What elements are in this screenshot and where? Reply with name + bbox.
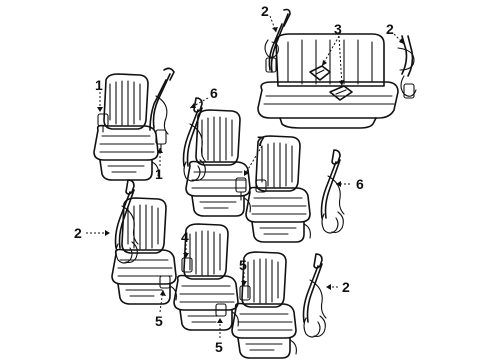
callout-2-top-right: 2	[386, 21, 394, 37]
callout-5-left: 5	[155, 313, 163, 329]
callout-2-left: 2	[74, 225, 82, 241]
second-row-right-buckle	[255, 179, 267, 193]
second-row-buckle	[235, 177, 247, 201]
front-seat	[93, 73, 160, 181]
callout-5-bottom: 5	[215, 339, 223, 355]
rear-right-belt-assembly	[397, 35, 417, 99]
callout-1-lower: 1	[155, 166, 163, 182]
callout-6-lower: 6	[356, 176, 364, 192]
callout-6-upper: 6	[210, 85, 218, 101]
front-seat-buckle	[97, 113, 109, 133]
rear-buckle-pair-right	[329, 85, 353, 101]
callout-3: 3	[334, 21, 342, 37]
callout-2-top-left: 2	[261, 3, 269, 19]
callout-labels: 2 3 2 1 6 1 7 6 2 4 5 5 5 2	[74, 3, 394, 355]
rear-buckle-pair-left	[309, 65, 331, 81]
leader-arrowheads	[97, 27, 404, 323]
callout-4: 4	[181, 229, 189, 245]
second-row-side-belt	[320, 149, 345, 234]
third-row-buckles	[159, 257, 251, 317]
third-row-right-side-belt	[302, 253, 327, 338]
rear-left-belt-assembly	[264, 8, 291, 73]
callout-7: 7	[257, 133, 265, 149]
callout-2-right: 2	[342, 279, 350, 295]
callout-5-upper: 5	[239, 257, 247, 273]
rear-bench-seat	[257, 33, 399, 129]
front-seat-belt-assembly	[149, 67, 175, 151]
callout-1-upper: 1	[95, 77, 103, 93]
